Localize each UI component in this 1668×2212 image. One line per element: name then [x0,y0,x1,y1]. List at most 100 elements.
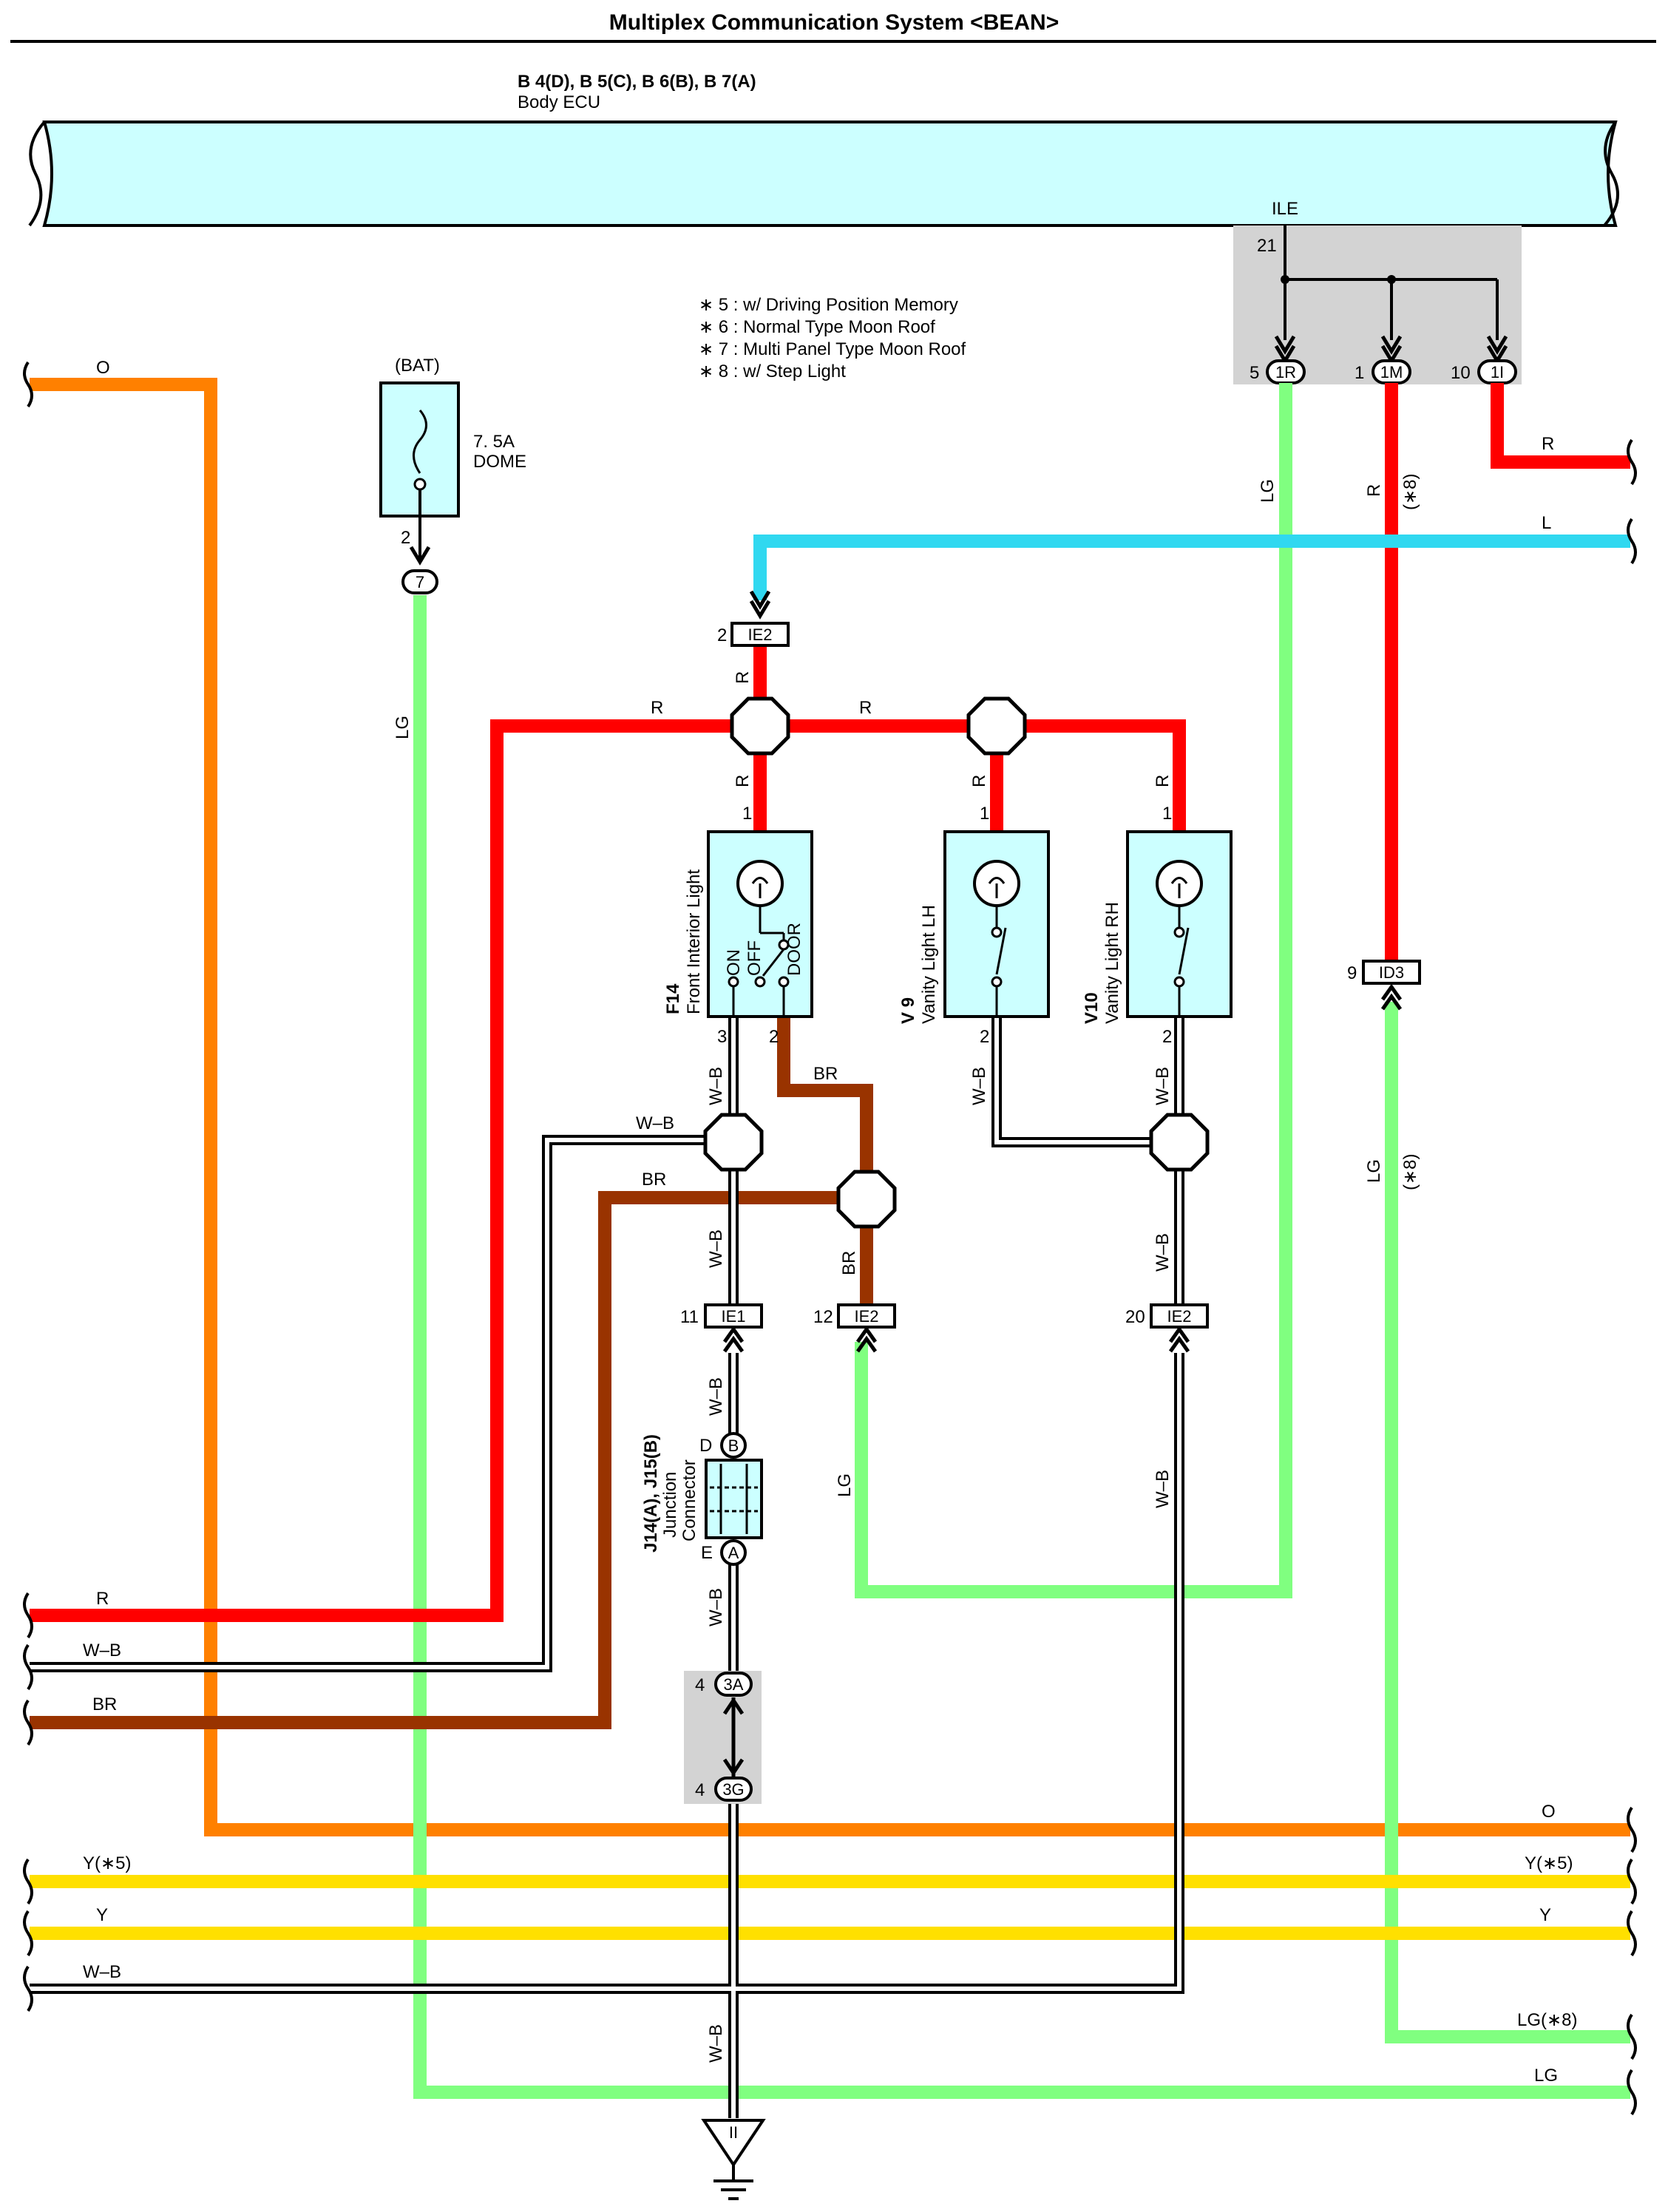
wire-label-y5-left: Y(∗5) [83,1853,131,1873]
conn-ie1-label: IE1 [721,1307,745,1326]
wire-red-top [30,719,1186,1622]
conn-3g-label: 3G [722,1780,744,1799]
f14-pin-right: 2 [769,1027,779,1047]
note-6: ∗ 6 : Normal Type Moon Roof [699,317,935,337]
wire-label-wb-horiz: W–B [636,1113,674,1133]
ground-label: II [729,2123,738,2142]
ile-dots [1281,275,1396,284]
v10-filament-icon [1170,877,1188,898]
fuse-connector [401,569,438,594]
ground-triangle-icon [701,2119,766,2168]
jc-pin-a-label: A [728,1544,739,1562]
f14-pin-top: 1 [742,804,752,824]
wire-label-br-mid: BR [642,1170,666,1190]
page-title: Multiplex Communication System <BEAN> [609,10,1059,35]
ecu-name: Body ECU [518,92,600,112]
wire-breaks [23,361,1637,2116]
wire-blue-l [753,535,1630,600]
wire-label-lg-1r: LG [1258,479,1278,503]
conn-3a-label: 3A [724,1675,744,1694]
jc-pin-e-letter: E [701,1543,713,1563]
ecu-conn-1i-label: 1I [1491,363,1504,381]
splice-group [703,696,1210,1229]
ie1-arrow-icon [722,1326,745,1353]
wire-label-wb-left: W–B [83,1641,121,1660]
ile-pin: 21 [1257,236,1277,256]
wire-label-l: L [1542,513,1551,533]
jc-codes: J14(A), J15(B) [641,1434,661,1553]
conn-3g-pin: 4 [695,1780,705,1800]
v10-pin-bottom: 2 [1162,1027,1172,1047]
jc-name2: Connector [679,1459,699,1541]
conn-3a-pin: 4 [695,1675,705,1695]
wire-lg-1r [855,383,1292,1598]
conn-ie2-mid-label: IE2 [854,1307,878,1326]
wire-label-wb-ie1: W–B [706,1229,726,1268]
wire-label-r-horiz-left: R [651,698,663,718]
v9-name: Vanity Light LH [919,905,939,1024]
wire-label-r-1i: R [1542,434,1554,454]
wire-label-r-v9: R [969,775,989,787]
fuse-terminal-icon [413,478,427,491]
splice-wb-2 [1149,1113,1210,1172]
wire-label-wb-jc-top: W–B [706,1377,726,1416]
note-8: ∗ 8 : w/ Step Light [699,362,846,381]
wire-label-wb-f14: W–B [706,1067,726,1105]
fuse-source: (BAT) [395,356,440,376]
v9-pin-bottom: 2 [980,1027,989,1047]
conn-3a [714,1672,753,1697]
c3-arrow-icon [722,1697,745,1778]
wire-label-wb-ie2-right: W–B [1153,1470,1173,1508]
wire-label-o-right: O [1542,1802,1556,1822]
fuse-rating: 7. 5A [473,432,515,452]
v9-switch-icon [991,906,1007,1017]
wire-label-lg-fuse: LG [393,716,413,739]
ecu-codes: B 4(D), B 5(C), B 6(B), B 7(A) [518,72,756,92]
wire-label-wb-jc-bot: W–B [706,1588,726,1626]
note-7: ∗ 7 : Multi Panel Type Moon Roof [699,339,966,359]
wire-label-wb-ground: W–B [706,2024,726,2063]
wire-label-r-ie2: R [733,671,753,684]
wire-red-1i [1491,383,1630,469]
wire-label-r-1m: R [1364,484,1384,497]
conn-id3 [1362,960,1421,985]
fuse-pin: 2 [401,528,410,548]
wire-label-r-v10: R [1153,775,1173,787]
wire-lg-bottom [413,595,1630,2099]
f14-pin-left: 3 [717,1027,727,1047]
wire-label-y5-right: Y(∗5) [1525,1853,1573,1873]
v10-code: V10 [1082,992,1102,1024]
jc-pin-d-letter: D [699,1436,712,1456]
wire-label-r-horiz-mid: R [859,698,872,718]
v9-code: V 9 [898,997,918,1024]
wire-label-wb-v10-low: W–B [1153,1233,1173,1272]
ie2-top-arrow-icon [749,590,771,620]
conn-ie2-right-label: IE2 [1167,1307,1191,1326]
ground-symbol-icon [713,2165,753,2200]
ecu-conn-1m-label: 1M [1380,363,1403,381]
jc-box [705,1459,763,1539]
conn-id3-label: ID3 [1379,963,1404,982]
wire-label-br-ie2: BR [839,1251,859,1275]
splice-r-2 [966,696,1027,756]
jc-pin-a [720,1539,747,1566]
splice-br-1 [836,1170,897,1229]
wire-label-y-right: Y [1539,1905,1551,1925]
jc-name1: Junction [660,1472,680,1538]
conn-ie1-pin: 11 [680,1307,699,1327]
wire-label-br-top: BR [813,1064,838,1084]
wire-label-lg-id3: LG [1364,1159,1384,1183]
wire-label-s8-id3: (∗8) [1400,1154,1420,1190]
conn-ie2-mid-pin: 12 [813,1307,833,1327]
wire-label-y-left: Y [96,1905,108,1925]
f14-sw-off: OFF [745,940,764,976]
ie2-right-arrow-icon [1168,1326,1190,1353]
conn-ie2-right-pin: 20 [1125,1307,1145,1327]
v9-pin-top: 1 [980,804,989,824]
wire-label-lg-bottom: LG [1534,2066,1558,2086]
wire-label-o-left: O [96,358,110,378]
jc-pin-b-label: B [728,1436,739,1455]
v10-pin-top: 1 [1162,804,1172,824]
fuse-connector-label: 7 [416,573,424,591]
wire-lg-id3 [1385,1002,1630,2043]
